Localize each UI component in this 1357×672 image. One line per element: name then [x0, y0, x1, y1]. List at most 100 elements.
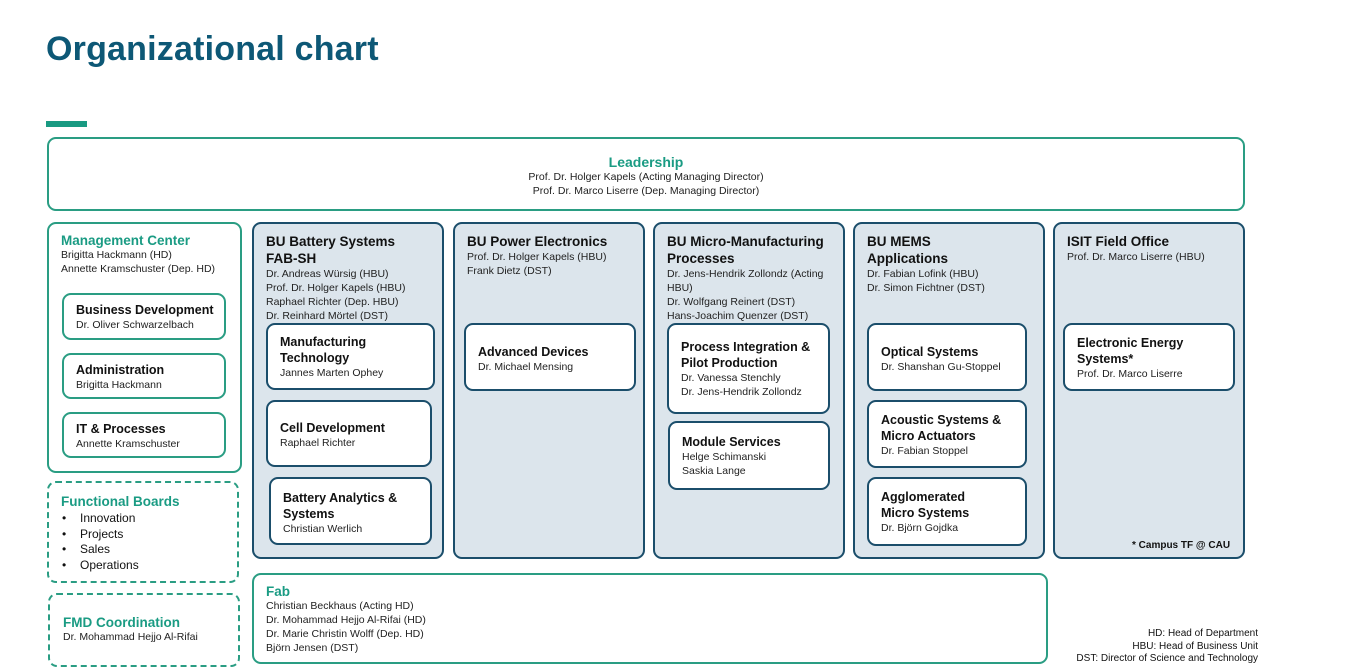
bu-member: Prof. Dr. Holger Kapels (HBU) — [467, 251, 607, 263]
unit-title: Business Development — [76, 303, 214, 317]
unit-person: Dr. Shanshan Gu-Stoppel — [881, 361, 1001, 373]
unit-person: Dr. Michael Mensing — [478, 361, 574, 373]
bu-member: HBU) — [667, 282, 693, 294]
unit-person: Prof. Dr. Marco Liserre — [1077, 368, 1183, 380]
bu-title: Applications — [867, 251, 949, 266]
unit-title: Electronic Energy — [1077, 336, 1184, 350]
functional-boards-list: Innovation Projects Sales Operations — [61, 511, 237, 573]
unit-person: Dr. Oliver Schwarzelbach — [76, 319, 194, 331]
bu-member: Prof. Dr. Holger Kapels (HBU) — [266, 282, 406, 294]
bu-member: Dr. Simon Fichtner (DST) — [867, 282, 985, 294]
unit-battery-analytics: Battery Analytics & Systems Christian We… — [269, 477, 432, 545]
unit-person: Dr. Fabian Stoppel — [881, 445, 968, 457]
unit-person: Brigitta Hackmann — [76, 379, 162, 391]
bu-title: BU MEMS — [867, 234, 931, 249]
unit-person: Dr. Jens-Hendrik Zollondz — [681, 386, 802, 398]
unit-title: Agglomerated — [881, 490, 966, 504]
fab-member: Dr. Mohammad Hejjo Al-Rifai (HD) — [266, 614, 426, 626]
unit-title: IT & Processes — [76, 422, 166, 436]
unit-title: Technology — [280, 351, 350, 365]
unit-administration: Administration Brigitta Hackmann — [62, 353, 226, 399]
bu-power-electronics-box: BU Power Electronics Prof. Dr. Holger Ka… — [453, 222, 645, 559]
unit-optical-systems: Optical Systems Dr. Shanshan Gu-Stoppel — [867, 323, 1027, 391]
bu-member: Raphael Richter (Dep. HBU) — [266, 296, 399, 308]
unit-person: Helge Schimanski — [682, 451, 767, 463]
functional-boards-box: Functional Boards Innovation Projects Sa… — [47, 481, 239, 583]
unit-agglomerated-micro-systems: Agglomerated Micro Systems Dr. Björn Goj… — [867, 477, 1027, 546]
unit-title: Micro Systems — [881, 506, 970, 520]
fab-title: Fab — [266, 584, 291, 599]
functional-boards-title: Functional Boards — [61, 494, 180, 509]
unit-cell-development: Cell Development Raphael Richter — [266, 400, 432, 467]
page-title: Organizational chart — [46, 30, 379, 68]
legend-item: HBU: Head of Business Unit — [1132, 640, 1258, 652]
fab-member: Dr. Marie Christin Wolff (Dep. HD) — [266, 628, 424, 640]
bu-member: Frank Dietz (DST) — [467, 265, 552, 277]
bu-member: Dr. Jens-Hendrik Zollondz (Acting — [667, 268, 824, 280]
unit-module-services: Module Services Helge Schimanski Saskia … — [668, 421, 830, 490]
management-center-title: Management Center — [61, 233, 191, 248]
unit-process-integration: Process Integration & Pilot Production D… — [667, 323, 830, 414]
fmd-coordination-person: Dr. Mohammad Hejjo Al-Rifai — [63, 631, 198, 643]
unit-person: Christian Werlich — [283, 523, 363, 535]
unit-title: Manufacturing — [280, 335, 367, 349]
unit-person: Jannes Marten Ophey — [280, 367, 384, 379]
unit-title: Battery Analytics & — [283, 491, 398, 505]
bu-member: Dr. Andreas Würsig (HBU) — [266, 268, 389, 280]
unit-title: Micro Actuators — [881, 429, 976, 443]
unit-person: Dr. Vanessa Stenchly — [681, 372, 781, 384]
leadership-box: Leadership Prof. Dr. Holger Kapels (Acti… — [47, 137, 1245, 211]
management-center-box: Management Center Brigitta Hackmann (HD)… — [47, 222, 242, 473]
bu-title: FAB-SH — [266, 251, 317, 266]
accent-bar — [46, 121, 87, 127]
unit-advanced-devices: Advanced Devices Dr. Michael Mensing — [464, 323, 636, 391]
bu-title: Processes — [667, 251, 735, 266]
bu-member: Dr. Fabian Lofink (HBU) — [867, 268, 979, 280]
bu-member: Prof. Dr. Marco Liserre (HBU) — [1067, 251, 1205, 263]
fab-box: Fab Christian Beckhaus (Acting HD) Dr. M… — [252, 573, 1048, 664]
bu-micro-manufacturing-box: BU Micro-Manufacturing Processes Dr. Jen… — [653, 222, 845, 559]
unit-manufacturing-technology: Manufacturing Technology Jannes Marten O… — [266, 323, 435, 390]
unit-it-processes: IT & Processes Annette Kramschuster — [62, 412, 226, 458]
unit-person: Annette Kramschuster — [76, 438, 180, 450]
unit-person: Raphael Richter — [280, 437, 356, 449]
unit-title: Systems* — [1077, 352, 1134, 366]
legend-item: HD: Head of Department — [1147, 628, 1258, 639]
unit-electronic-energy-systems: Electronic Energy Systems* Prof. Dr. Mar… — [1063, 323, 1235, 391]
management-center-member: Brigitta Hackmann (HD) — [61, 249, 172, 261]
fab-member: Björn Jensen (DST) — [266, 642, 359, 654]
unit-title: Cell Development — [280, 421, 385, 435]
bu-title: BU Battery Systems — [266, 234, 396, 249]
unit-business-development: Business Development Dr. Oliver Schwarze… — [62, 293, 226, 340]
bu-member: Dr. Wolfgang Reinert (DST) — [667, 296, 796, 308]
unit-title: Optical Systems — [881, 345, 979, 359]
management-center-member: Annette Kramschuster (Dep. HD) — [61, 263, 216, 275]
unit-title: Pilot Production — [681, 356, 778, 370]
unit-acoustic-systems: Acoustic Systems & Micro Actuators Dr. F… — [867, 400, 1027, 468]
unit-person: Saskia Lange — [682, 465, 746, 477]
bu-battery-systems-box: BU Battery Systems FAB-SH Dr. Andreas Wü… — [252, 222, 444, 559]
leadership-member: Prof. Dr. Holger Kapels (Acting Managing… — [528, 171, 764, 183]
unit-title: Acoustic Systems & — [881, 413, 1002, 427]
list-item: Innovation — [61, 511, 237, 527]
unit-title: Module Services — [682, 435, 781, 449]
leadership-member: Prof. Dr. Marco Liserre (Dep. Managing D… — [532, 185, 760, 197]
leadership-title: Leadership — [608, 154, 684, 170]
fmd-coordination-title: FMD Coordination — [63, 615, 180, 630]
list-item: Operations — [61, 558, 237, 574]
fmd-coordination-box: FMD Coordination Dr. Mohammad Hejjo Al-R… — [48, 593, 240, 667]
unit-title: Advanced Devices — [478, 345, 589, 359]
unit-title: Administration — [76, 363, 165, 377]
list-item: Projects — [61, 527, 237, 543]
bu-member: Hans-Joachim Quenzer (DST) — [667, 310, 809, 322]
unit-person: Dr. Björn Gojdka — [881, 522, 959, 534]
fab-member: Christian Beckhaus (Acting HD) — [266, 600, 414, 612]
abbreviation-legend: HD: Head of Department HBU: Head of Busi… — [1040, 628, 1258, 666]
bu-title: BU Micro-Manufacturing — [667, 234, 824, 249]
footnote: * Campus TF @ CAU — [1132, 540, 1231, 551]
list-item: Sales — [61, 542, 237, 558]
bu-title: ISIT Field Office — [1067, 234, 1170, 249]
isit-field-office-box: ISIT Field Office Prof. Dr. Marco Liserr… — [1053, 222, 1245, 559]
unit-title: Process Integration & — [681, 340, 811, 354]
legend-item: DST: Director of Science and Technology — [1076, 653, 1258, 664]
